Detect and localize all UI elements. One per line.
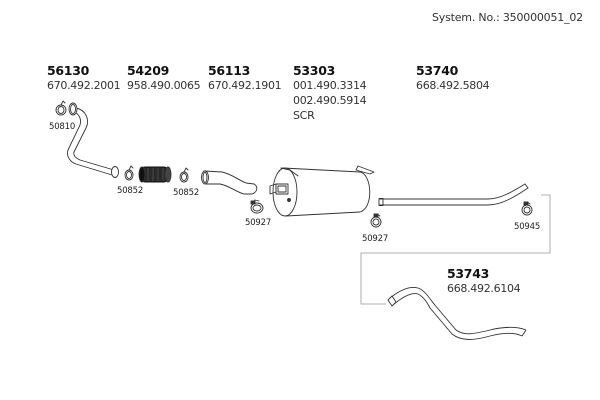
tail-pipe-53743[interactable]: [387, 287, 527, 340]
clamp-50852-icon[interactable]: [179, 167, 189, 183]
part-label-56113[interactable]: 56113 670.492.1901: [208, 63, 282, 93]
clamp-50810-icon[interactable]: [55, 100, 67, 116]
part-reference: 958.490.0065: [127, 79, 201, 92]
part-label-53743[interactable]: 53743 668.492.6104: [447, 266, 521, 296]
part-number: 56113: [208, 63, 250, 78]
front-pipe-56130[interactable]: [67, 102, 119, 178]
part-number: 53303: [293, 63, 335, 78]
clamp-label-50927[interactable]: 50927: [245, 218, 272, 228]
part-reference: 668.492.5804: [416, 79, 490, 92]
clamp-label-50852[interactable]: 50852: [173, 188, 200, 198]
clamp-label-50810[interactable]: 50810: [49, 122, 76, 132]
flex-hose-54209[interactable]: [138, 166, 172, 183]
alternative-connector-line: [360, 194, 551, 305]
part-number: 56130: [47, 63, 89, 78]
part-number: 54209: [127, 63, 169, 78]
part-label-56130[interactable]: 56130 670.492.2001: [47, 63, 121, 93]
clamp-label-50852[interactable]: 50852: [117, 186, 144, 196]
part-reference: 670.492.1901: [208, 79, 282, 92]
part-reference: 002.490.5914: [293, 94, 367, 107]
part-reference: 001.490.3314: [293, 79, 367, 92]
part-label-53303[interactable]: 53303 001.490.3314 002.490.5914 SCR: [293, 63, 367, 123]
clamp-50852-icon[interactable]: [124, 165, 134, 181]
tail-pipe-53740[interactable]: [378, 183, 529, 206]
part-reference: 668.492.6104: [447, 282, 521, 295]
part-label-53740[interactable]: 53740 668.492.5804: [416, 63, 490, 93]
muffler-53303[interactable]: [269, 165, 375, 217]
pipe-56113[interactable]: [201, 170, 258, 195]
part-reference: 670.492.2001: [47, 79, 121, 92]
part-number: 53743: [447, 266, 489, 281]
part-reference: SCR: [293, 109, 315, 122]
part-number: 53740: [416, 63, 458, 78]
clamp-50945-icon[interactable]: [521, 201, 533, 216]
clamp-label-50945[interactable]: 50945: [514, 222, 541, 232]
clamp-50927-icon[interactable]: [370, 213, 382, 228]
system-number: System. No.: 350000051_02: [432, 11, 583, 24]
clamp-label-50927[interactable]: 50927: [362, 234, 389, 244]
clamp-50927-icon[interactable]: [250, 199, 264, 214]
part-label-54209[interactable]: 54209 958.490.0065: [127, 63, 201, 93]
